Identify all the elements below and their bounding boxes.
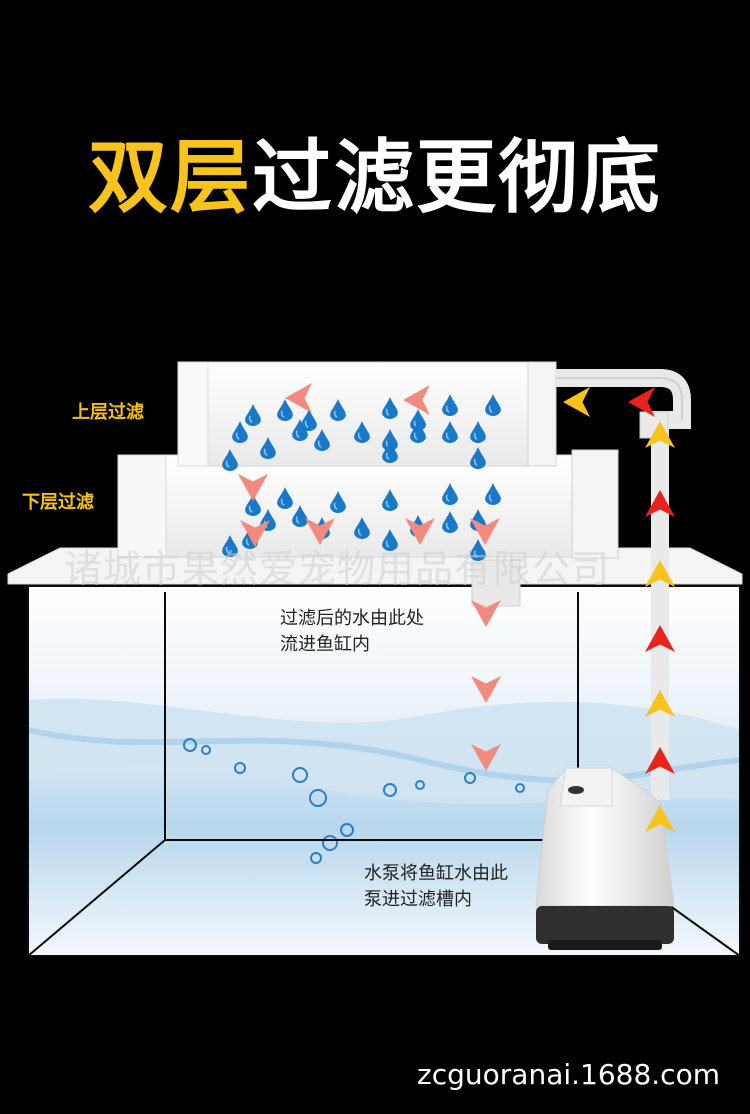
page-title: 双层过滤更彻底 (0, 128, 750, 228)
flow-arrow-icon (238, 474, 268, 501)
title-highlight: 双层 (88, 131, 252, 224)
pump-note-line2: 泵进过滤槽内 (364, 889, 472, 910)
upper-filter-box (177, 361, 557, 467)
flow-arrow-icon (403, 385, 430, 415)
title-rest: 过滤更彻底 (252, 131, 662, 224)
flow-arrow-icon (240, 520, 270, 547)
flow-arrow-icon (471, 600, 501, 627)
flow-arrow-icon (471, 676, 501, 703)
flow-arrow-icon (470, 518, 500, 545)
flow-arrow-icon (285, 383, 312, 413)
flow-arrow-icon (471, 744, 501, 771)
flow-arrow-icon (645, 805, 675, 832)
flow-arrow-icon (645, 490, 675, 517)
flow-arrow-icon (645, 690, 675, 717)
flow-arrow-icon (405, 518, 435, 545)
flow-arrow-icon (563, 387, 590, 417)
lower-filter-box (117, 449, 619, 559)
lower-filter-label: 下层过滤 (22, 492, 94, 513)
flow-arrow-icon (305, 518, 335, 545)
flow-arrow-icon (645, 421, 675, 448)
upper-filter-label: 上层过滤 (72, 402, 144, 423)
company-watermark: 诸城市果然爱宠物用品有限公司 (64, 547, 611, 591)
flow-arrow-icon (238, 383, 675, 832)
outflow-note-line2: 流进鱼缸内 (280, 634, 370, 655)
flow-arrow-icon (645, 625, 675, 652)
pump-note-line1: 水泵将鱼缸水由此 (364, 863, 508, 884)
flow-arrow-icon (628, 387, 655, 417)
outflow-note-line1: 过滤后的水由此处 (280, 608, 424, 629)
aquarium-tank (27, 585, 741, 957)
outlet-pipe (471, 559, 521, 607)
submersible-pump-icon (535, 767, 675, 950)
bubbles (183, 738, 525, 864)
flow-arrow-icon (645, 560, 675, 587)
site-url: zcguoranai.1688.com (417, 1058, 720, 1091)
flow-arrow-icon (645, 747, 675, 774)
